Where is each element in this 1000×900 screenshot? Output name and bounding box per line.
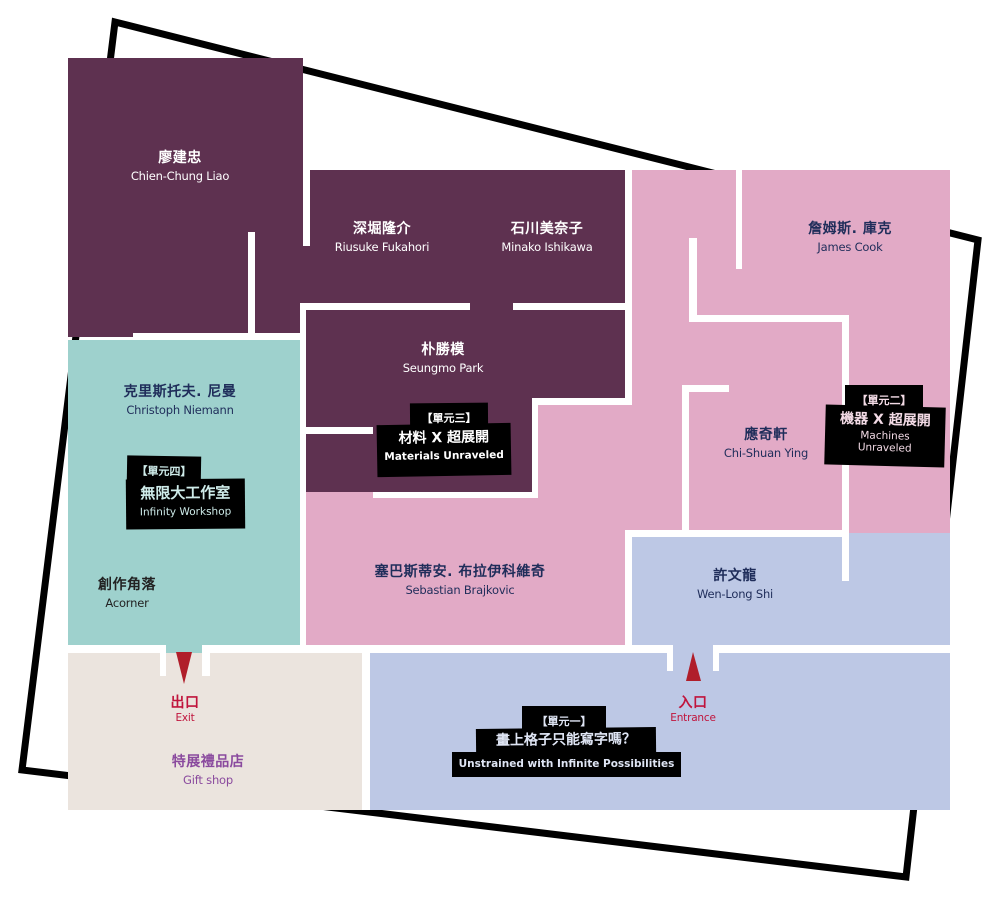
room-liao[interactable] xyxy=(68,58,303,337)
room-name-en: Acorner xyxy=(105,596,149,610)
room-cook-ying[interactable] xyxy=(632,170,950,533)
room-label-park: 朴勝模 Seungmo Park xyxy=(403,343,484,375)
wall xyxy=(532,398,538,498)
wall xyxy=(202,645,210,676)
tilted-frame-outline xyxy=(18,17,982,881)
wall xyxy=(625,530,843,537)
room-brajkovic[interactable] xyxy=(306,492,632,645)
room-name-zh: 詹姆斯. 庫克 xyxy=(808,221,892,237)
room-name-zh: 克里斯托夫. 尼曼 xyxy=(123,384,237,400)
room-label-shi: 許文龍 Wen-Long Shi xyxy=(697,569,773,601)
room-fukahori-ishikawa[interactable] xyxy=(303,170,625,303)
room-label-ying: 應奇軒 Chi-Shuan Ying xyxy=(724,428,808,460)
entrance-zh: 入口 xyxy=(678,695,708,711)
unit4-title-zh: 無限大工作室 xyxy=(140,483,231,503)
unit1-title-box: 畫上格子只能寫字嗎？ xyxy=(475,727,657,754)
unit2-number: 【單元二】 xyxy=(856,394,912,407)
unit4-title-en: Infinity Workshop xyxy=(139,505,232,519)
wall xyxy=(532,398,625,405)
wall xyxy=(667,645,673,671)
wall xyxy=(160,645,166,676)
room-name-en: Wen-Long Shi xyxy=(696,587,774,601)
wall xyxy=(362,645,370,810)
room-name-en: Gift shop xyxy=(183,773,233,787)
wall xyxy=(300,303,306,648)
unit4-tag: 【單元四】 xyxy=(126,455,202,482)
wall xyxy=(513,303,625,310)
room-name-en: James Cook xyxy=(817,240,883,254)
unit3-title-box: 材料 X 超展開 Materials Unraveled xyxy=(376,422,512,478)
room-shi[interactable] xyxy=(632,533,950,645)
wall xyxy=(736,170,742,269)
unit3-title-en: Materials Unraveled xyxy=(384,449,504,464)
room-name-en: Christoph Niemann xyxy=(126,403,234,417)
room-exit-passage xyxy=(166,640,202,655)
room-unit1-hall[interactable] xyxy=(370,653,950,810)
wall xyxy=(682,385,689,535)
exit-label: 出口 Exit xyxy=(171,696,200,724)
room-label-fukahori: 深堀隆介 Riusuke Fukahori xyxy=(335,222,430,254)
room-label-niemann: 克里斯托夫. 尼曼 Christoph Niemann xyxy=(124,385,237,417)
room-label-acorner: 創作角落 Acorner xyxy=(98,578,156,610)
room-giftshop[interactable] xyxy=(68,653,362,810)
room-park[interactable] xyxy=(306,303,625,403)
room-label-liao: 廖建忠 Chien-Chung Liao xyxy=(130,150,230,183)
room-name-en: Riusuke Fukahori xyxy=(334,240,430,254)
wall xyxy=(370,645,667,653)
wall xyxy=(682,385,729,392)
room-label-giftshop: 特展禮品店 Gift shop xyxy=(172,755,245,787)
room-name-en: Chi-Shuan Ying xyxy=(723,446,809,460)
wall xyxy=(625,530,632,648)
unit4-title-box: 無限大工作室 Infinity Workshop xyxy=(125,478,246,530)
entrance-en: Entrance xyxy=(670,712,716,724)
entrance-arrow-icon xyxy=(686,652,701,681)
room-label-brajkovic: 塞巴斯蒂安. 布拉伊科維奇 Sebastian Brajkovic xyxy=(375,565,546,597)
room-label-ishikawa: 石川美奈子 Minako Ishikawa xyxy=(501,222,592,254)
room-name-en: Chien-Chung Liao xyxy=(130,169,230,183)
wall xyxy=(689,238,697,322)
room-entrance-passage xyxy=(673,640,713,655)
room-name-zh: 應奇軒 xyxy=(744,427,788,443)
wall xyxy=(719,645,950,653)
room-name-en: Sebastian Brajkovic xyxy=(405,583,515,597)
wall xyxy=(303,170,310,246)
wall xyxy=(306,427,373,434)
unit2-title-zh: 機器 X 超展開 xyxy=(839,410,931,430)
entrance-label: 入口 Entrance xyxy=(670,695,716,724)
unit2-title-en-line2: Unraveled xyxy=(857,441,912,455)
room-name-zh: 石川美奈子 xyxy=(510,221,584,237)
exit-arrow-icon xyxy=(176,652,192,684)
unit3-title-zh: 材料 X 超展開 xyxy=(398,429,490,447)
exit-zh: 出口 xyxy=(170,695,200,711)
room-name-zh: 廖建忠 xyxy=(158,150,202,166)
wall xyxy=(210,645,370,653)
room-label-cook: 詹姆斯. 庫克 James Cook xyxy=(808,222,892,254)
exit-en: Exit xyxy=(175,712,195,724)
room-brajkovic-upper xyxy=(538,405,632,495)
unit1-number: 【單元一】 xyxy=(536,715,592,728)
wall xyxy=(248,232,255,333)
unit2-tag: 【單元二】 xyxy=(845,385,923,409)
wall xyxy=(625,170,632,405)
room-name-zh: 朴勝模 xyxy=(421,342,465,358)
unit1-title-zh: 畫上格子只能寫字嗎？ xyxy=(495,731,637,749)
unit2-title-box: 機器 X 超展開 Machines Unraveled xyxy=(824,404,946,468)
unit4-number: 【單元四】 xyxy=(136,464,192,479)
room-name-en: Minako Ishikawa xyxy=(501,240,593,254)
room-name-zh: 深堀隆介 xyxy=(353,221,411,237)
room-name-zh: 許文龍 xyxy=(713,568,757,584)
room-name-en: Seungmo Park xyxy=(402,361,484,375)
unit1-tag: 【單元一】 xyxy=(522,706,606,730)
room-name-zh: 塞巴斯蒂安. 布拉伊科維奇 xyxy=(374,564,546,580)
wall xyxy=(713,645,719,671)
wall xyxy=(300,303,470,310)
wall xyxy=(689,315,849,322)
room-name-zh: 創作角落 xyxy=(98,577,156,593)
unit1-subtitle-box: Unstrained with Infinite Possibilities xyxy=(452,752,681,777)
wall xyxy=(373,492,533,498)
unit1-title-en: Unstrained with Infinite Possibilities xyxy=(458,758,675,770)
room-name-zh: 特展禮品店 xyxy=(171,754,245,770)
wall xyxy=(68,645,160,653)
wall xyxy=(133,333,303,340)
